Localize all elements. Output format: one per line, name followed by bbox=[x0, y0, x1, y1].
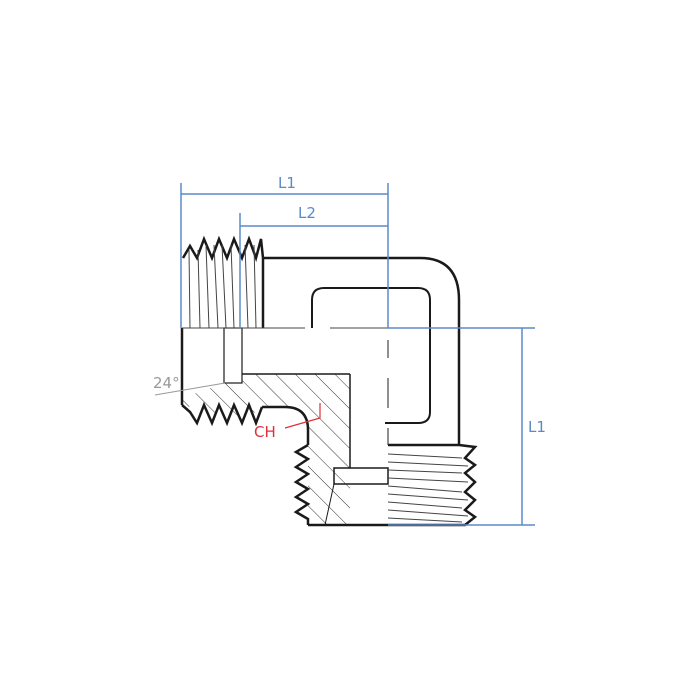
body-outline bbox=[180, 235, 478, 527]
chamfer-label: CH bbox=[254, 423, 276, 441]
dimension-lines bbox=[180, 183, 535, 526]
angle-leader bbox=[154, 382, 226, 396]
thread-lines bbox=[182, 244, 469, 523]
dim-l1-top: L1 bbox=[278, 174, 296, 192]
dim-l1-right: L1 bbox=[528, 418, 546, 436]
dim-l2-top: L2 bbox=[298, 204, 316, 222]
angle-label: 24° bbox=[153, 374, 180, 392]
chamfer-leader bbox=[284, 403, 321, 429]
section-hatch bbox=[182, 374, 350, 525]
